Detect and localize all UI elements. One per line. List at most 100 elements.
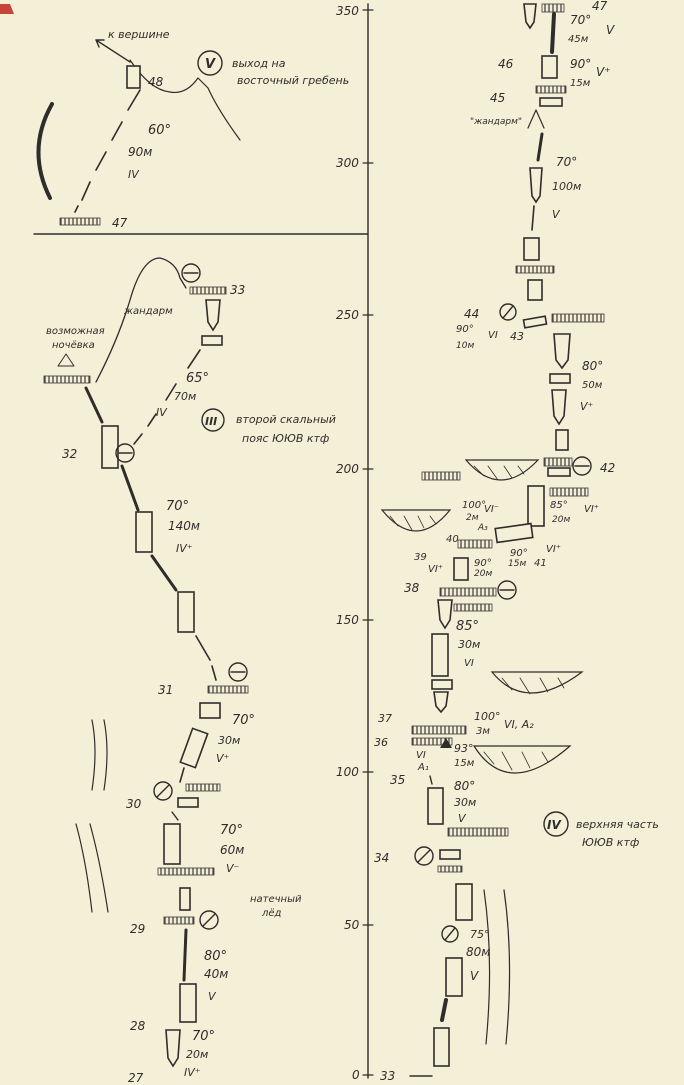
- station-label-42: 42: [600, 461, 615, 475]
- pitch-grade-r12: V: [458, 812, 467, 825]
- pitch-length-r0: 45м: [568, 34, 589, 45]
- belay-ledge-37: [411, 725, 467, 735]
- pitch-box-31b: [179, 727, 209, 769]
- station-label-28: 28: [130, 1019, 146, 1033]
- bivouac-label-1: возможная: [46, 326, 105, 337]
- pitch-grade-r1: V⁺: [596, 65, 611, 79]
- pitch-box-33b: [201, 335, 223, 346]
- pitch-grade-r4: V⁺: [580, 400, 594, 413]
- pitch-box-30b: [163, 823, 181, 865]
- belay-ledge-45: [535, 85, 567, 94]
- pitch-angle-r10: 100°: [474, 710, 501, 723]
- station-label-46: 46: [498, 57, 514, 71]
- route-line-v: [74, 89, 141, 213]
- overhang-arc-1: [464, 459, 540, 481]
- pitch-grade-r2: V: [552, 208, 561, 221]
- belay-ledge-38: [439, 587, 497, 597]
- station-label-44: 44: [464, 307, 479, 321]
- belay-ledge-34: [437, 865, 463, 873]
- pitch-box-45: [539, 97, 563, 107]
- overhang-arc-4-hatch: [483, 751, 549, 771]
- route-line-iii: [133, 349, 201, 445]
- pitch-grade-iii: IV: [156, 406, 168, 419]
- pitch-extra-r11: A₁: [417, 762, 429, 773]
- section-iv-circle: [543, 811, 569, 837]
- couloir-lines-lower: [75, 823, 109, 913]
- route-line-32c: [195, 635, 217, 681]
- pitch-grade-28: IV⁺: [184, 1066, 201, 1079]
- belay-ledge-35: [447, 827, 509, 837]
- pitch-box-44: [522, 315, 548, 329]
- ridge-line: [129, 59, 241, 141]
- belay-ledge-36: [411, 737, 453, 746]
- pitch-box-28: [179, 983, 197, 1023]
- pitch-angle-iii: 65°: [186, 371, 209, 386]
- route-line-bivouac: [84, 386, 104, 424]
- pitch-length-29: 40м: [204, 967, 228, 981]
- pitch-length-r4: 50м: [582, 380, 603, 391]
- station-label-32: 32: [62, 447, 77, 461]
- pitch-box-34: [439, 849, 461, 860]
- scale-label-100: 100: [336, 765, 359, 779]
- pitch-chimney-top: [523, 3, 537, 30]
- belay-ledge-30: [185, 783, 221, 792]
- pitch-grade-29: V: [208, 990, 217, 1003]
- station-icon-31: [228, 662, 248, 682]
- pitch-angle-r0: 70°: [570, 13, 591, 27]
- pitch-chimney-28: [165, 1029, 181, 1068]
- section-iv-numeral: IV: [547, 818, 562, 832]
- pitch-box-32c: [177, 591, 195, 633]
- scale-label-50: 50: [344, 918, 360, 932]
- pitch-box-29a: [179, 887, 191, 911]
- scale-label-300: 300: [336, 156, 359, 170]
- scale-label-200: 200: [336, 462, 359, 476]
- corner-logo-shape: [0, 4, 14, 14]
- pitch-grade-r10: VI, A₂: [504, 718, 534, 731]
- pitch-box-38b: [431, 633, 449, 677]
- pitch-angle-28: 70°: [192, 1029, 215, 1044]
- overhang-arc-4: [472, 745, 572, 774]
- pitch-box-30: [177, 797, 199, 808]
- section-v-label-2: восточный гребень: [237, 74, 349, 87]
- belay-ledge-41: [549, 487, 589, 497]
- couloir-lines-right: [483, 889, 511, 1045]
- anchor-triangle: [440, 738, 452, 748]
- station-label-47-left: 47: [112, 216, 128, 230]
- station-icon-44: [499, 303, 517, 321]
- overhang-arc-3: [490, 671, 584, 694]
- belay-ledge-30b: [157, 867, 215, 876]
- to-summit-arrow: [95, 39, 131, 63]
- route-line-r0: [550, 12, 556, 54]
- pitch-angle-r9: 85°: [456, 619, 479, 634]
- pitch-length-iii: 70м: [174, 390, 196, 403]
- station-label-29: 29: [130, 922, 145, 936]
- section-iv-label-2: ЮЮВ ктф: [582, 836, 639, 849]
- station-label-34: 34: [374, 851, 389, 865]
- station-label-35: 35: [390, 773, 405, 787]
- pitch-box-32b: [135, 511, 153, 553]
- gendarme-outline-right: [527, 109, 545, 129]
- overhang-arc-1-hatch: [473, 465, 525, 481]
- pitch-angle-r3: 90°: [456, 324, 474, 335]
- belay-ledge-roof-1: [421, 471, 461, 481]
- pitch-extra-r6: A₃: [477, 523, 488, 533]
- pitch-box-34b: [455, 883, 473, 921]
- pitch-grade-32: IV⁺: [176, 542, 193, 555]
- bivouac-label-2: ночёвка: [52, 340, 95, 351]
- station-icon-34b: [441, 925, 459, 943]
- overhang-arc-2-hatch: [389, 515, 437, 531]
- pitch-grade-r8: VI⁺: [428, 564, 443, 575]
- pitch-chimney-38c: [433, 691, 449, 714]
- pitch-box-r3: [523, 237, 540, 261]
- couloir-lines-upper: [91, 719, 108, 791]
- pitch-length-30: 60м: [220, 843, 244, 857]
- pitch-grade-r9: VI: [464, 658, 474, 669]
- scale-label-0: 0: [352, 1068, 360, 1082]
- pitch-length-r2: 100м: [552, 180, 581, 193]
- pitch-box-48: [126, 65, 141, 89]
- pitch-chimney-43: [553, 333, 571, 370]
- ice-label-1: натечный: [250, 894, 302, 905]
- overhang-arc-2: [380, 509, 452, 532]
- pitch-length-r11: 15м: [454, 758, 475, 769]
